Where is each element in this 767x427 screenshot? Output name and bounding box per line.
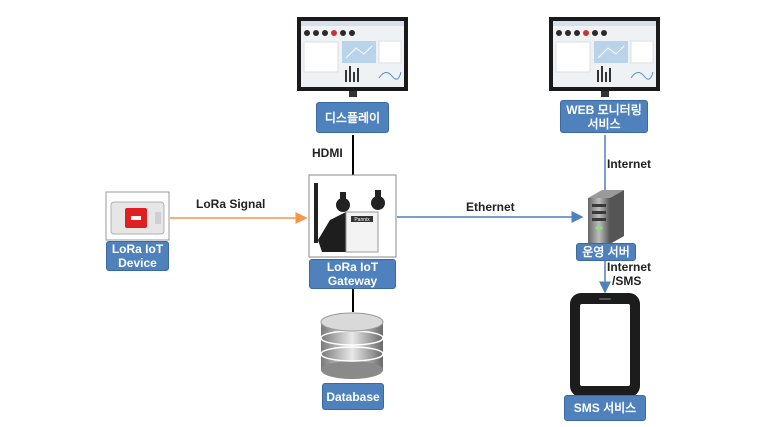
device-label-line1: LoRa IoT	[111, 242, 164, 256]
gateway-label-line2: Gateway	[327, 274, 378, 288]
smartphone-icon	[570, 293, 640, 397]
web-monitoring-label: WEB 모니터링 서비스	[560, 100, 648, 133]
sms-label-text: SMS 서비스	[573, 401, 637, 415]
internet-sms-text-line1: Internet	[607, 260, 652, 274]
web-monitoring-label-line1: WEB 모니터링	[566, 102, 642, 117]
server-icon	[588, 190, 624, 244]
display-label: 디스플레이	[316, 102, 389, 133]
internet-top-text: Internet	[607, 157, 652, 171]
sms-label: SMS 서비스	[564, 395, 646, 421]
database-label: Database	[322, 383, 384, 410]
device-label: LoRa IoT Device	[106, 241, 169, 271]
gateway-label-line1: LoRa IoT	[326, 260, 379, 274]
display-monitor	[297, 17, 408, 97]
hdmi-text: HDMI	[312, 146, 343, 160]
display-label-text: 디스플레이	[324, 110, 381, 125]
gateway-image	[308, 174, 397, 258]
gateway-brand: Pannix	[354, 217, 370, 223]
web-monitoring-label-line2: 서비스	[587, 116, 621, 131]
device-label-line2: Device	[118, 256, 157, 270]
gateway-label: LoRa IoT Gateway	[309, 259, 396, 289]
internet-sms-text-line2: /SMS	[612, 274, 642, 288]
lora-signal-text: LoRa Signal	[196, 197, 266, 211]
database-label-text: Database	[326, 389, 380, 404]
web-monitoring-monitor	[549, 17, 660, 97]
lora-device-image	[105, 191, 170, 241]
database-icon	[320, 312, 384, 379]
server-label-text: 운영 서버	[582, 245, 630, 259]
ethernet-text: Ethernet	[466, 200, 515, 214]
server-label: 운영 서버	[576, 243, 636, 261]
